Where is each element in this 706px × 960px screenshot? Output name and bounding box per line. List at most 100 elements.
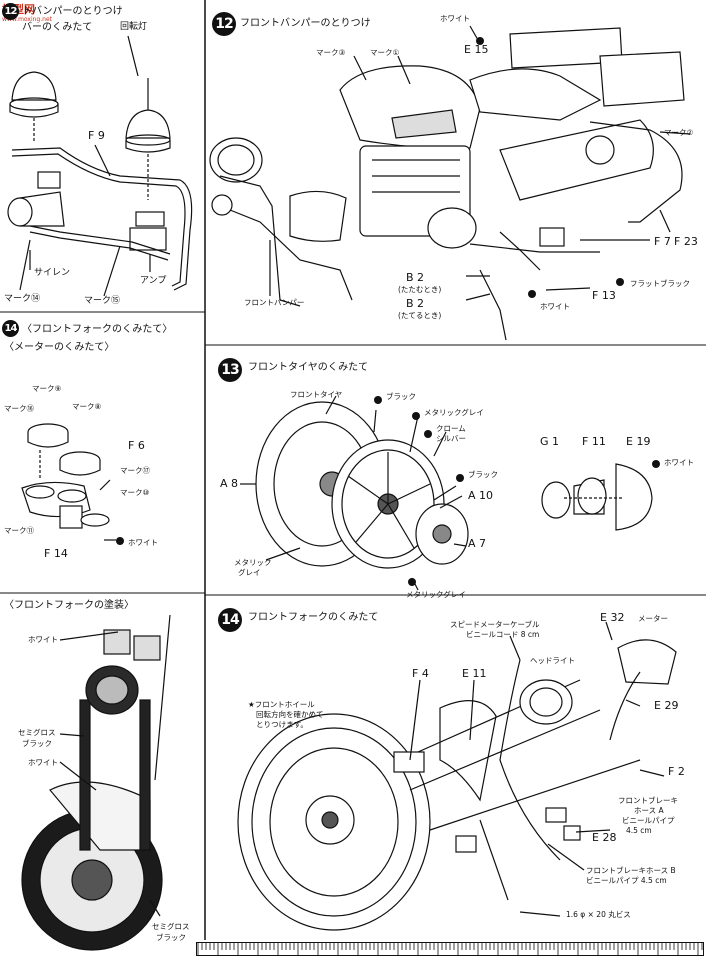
note-line-2: 回転方向を確かめて	[256, 710, 324, 719]
label-f4: F 4	[412, 667, 429, 680]
label-metallic-gray-3: メタリックグレイ	[406, 590, 466, 599]
label-b2-folded: B 2	[406, 271, 425, 284]
label-metallic-gray-2: メタリック	[234, 558, 272, 567]
label-black-13b: ブラック	[468, 470, 498, 479]
label-f14: F 14	[44, 547, 68, 560]
label-white-meter: ホワイト	[128, 538, 158, 547]
label-speed-cable: スピードメーターケーブル	[450, 620, 540, 629]
fork-paint-photo	[21, 614, 171, 951]
label-metallic-gray-1: メタリックグレイ	[424, 408, 484, 417]
scale-ruler	[196, 942, 704, 956]
paint-dot-white-13	[652, 460, 660, 468]
front-fork-drawing	[237, 621, 677, 931]
paint-dot-chrome-silver	[424, 430, 432, 438]
label-b2-standing: B 2	[406, 297, 425, 310]
label-a10: A 10	[468, 489, 494, 502]
label-headlight: ヘッドライト	[530, 656, 575, 665]
label-brake-a-2: ホース A	[634, 806, 664, 815]
paint-dot-white	[116, 537, 124, 545]
label-siren: サイレン	[34, 268, 71, 278]
step-badge-12-left: 12	[2, 3, 19, 20]
left-top-heading-1: トバンパーのとりつけ	[22, 6, 123, 17]
label-mark1: マーク①	[370, 48, 400, 57]
meter-assembly-drawing	[21, 423, 116, 541]
label-metallic-gray-2b: グレイ	[238, 568, 261, 577]
label-white-13: ホワイト	[664, 458, 694, 467]
paint-dot-metallic-gray	[412, 412, 420, 420]
front-tire-drawing	[240, 395, 653, 591]
label-mark14-top: マーク⑭	[4, 294, 41, 304]
label-a8: A 8	[220, 477, 239, 490]
step-badge-14-left: 14	[2, 320, 19, 337]
label-mark15: マーク⑮	[84, 296, 121, 306]
label-semigloss-1: セミグロス	[18, 728, 56, 737]
label-f11: F 11	[582, 435, 606, 448]
motorcycle-bumper-drawing	[209, 25, 691, 341]
label-silver: シルバー	[436, 434, 466, 443]
label-f9: F 9	[88, 129, 105, 142]
label-mark10: マーク⑩	[120, 488, 150, 497]
label-flat-black: フラットブラック	[630, 279, 690, 288]
label-front-tire: フロントタイヤ	[290, 390, 343, 399]
label-mark3: マーク③	[316, 48, 346, 57]
label-white-12b: ホワイト	[540, 302, 570, 311]
step-badge-14: 14	[218, 608, 242, 632]
label-vinyl-cord: ビニールコード 8 cm	[466, 630, 540, 639]
label-e15: E 15	[464, 43, 489, 56]
label-mark9: マーク⑨	[32, 384, 62, 393]
label-chrome: クローム	[436, 424, 466, 433]
label-brake-a-4: 4.5 cm	[626, 826, 652, 835]
paint-dot-white-12	[476, 37, 484, 45]
label-kaitento: 回転灯	[120, 22, 148, 32]
label-e32: E 32	[600, 611, 625, 624]
paint-dot-black-1	[374, 396, 382, 404]
step-badge-13: 13	[218, 358, 242, 382]
left-top-heading-2: バーのくみたて	[22, 22, 93, 33]
paint-dot-white-12b	[528, 290, 536, 298]
step-badge-12: 12	[212, 12, 236, 36]
label-brake-b-2: ビニールパイプ 4.5 cm	[586, 876, 667, 885]
left-paint-heading: 〈フロントフォークの塗装〉	[4, 600, 134, 611]
left-meter-heading-1: 〈フロントフォークのくみたて〉	[22, 324, 173, 335]
label-screw: 1.6 φ × 20 丸ビス	[566, 910, 631, 919]
label-meter: メーター	[638, 614, 668, 623]
label-g1: G 1	[540, 435, 560, 448]
label-b2-folded-note: (たたむとき)	[398, 285, 442, 294]
label-black-1: ブラック	[22, 739, 52, 748]
label-white-12: ホワイト	[440, 14, 470, 23]
paint-dot-black-2	[456, 474, 464, 482]
label-e28: E 28	[592, 831, 617, 844]
label-brake-a-1: フロントブレーキ	[618, 796, 678, 805]
label-f7: F 7	[654, 235, 671, 248]
step13-title: フロントタイヤのくみたて	[248, 362, 369, 373]
label-f6: F 6	[128, 439, 145, 452]
left-meter-heading-2: 〈メーターのくみたて〉	[4, 342, 115, 353]
label-e19: E 19	[626, 435, 651, 448]
label-b2-standing-note: (たてるとき)	[398, 311, 442, 320]
note-line-1: ★フロントホイール	[248, 700, 315, 709]
note-line-3: とりつけます。	[256, 720, 308, 729]
step12-title: フロントバンパーのとりつけ	[240, 18, 371, 29]
label-a7: A 7	[468, 537, 487, 550]
label-f13: F 13	[592, 289, 616, 302]
label-paint-white-1: ホワイト	[28, 635, 58, 644]
label-amp: アンプ	[140, 276, 167, 286]
label-black-13a: ブラック	[386, 392, 416, 401]
label-f2: F 2	[668, 765, 685, 778]
label-mark8: マーク⑧	[72, 402, 102, 411]
label-brake-a-3: ビニールパイプ	[622, 816, 675, 825]
label-brake-b-1: フロントブレーキホース B	[586, 866, 676, 875]
label-mark17: マーク⑰	[120, 466, 150, 475]
label-mark11: マーク⑪	[4, 526, 34, 535]
label-semigloss-2: セミグロス	[152, 922, 190, 931]
label-f23: F 23	[674, 235, 698, 248]
label-e11: E 11	[462, 667, 487, 680]
watermark-url: www.moxing.net	[2, 16, 52, 23]
step14-title: フロントフォークのくみたて	[248, 612, 379, 623]
label-mark16: マーク⑯	[4, 404, 34, 413]
paint-dot-flat-black	[616, 278, 624, 286]
label-mark2: マーク②	[664, 128, 694, 137]
label-paint-white-2: ホワイト	[28, 758, 58, 767]
